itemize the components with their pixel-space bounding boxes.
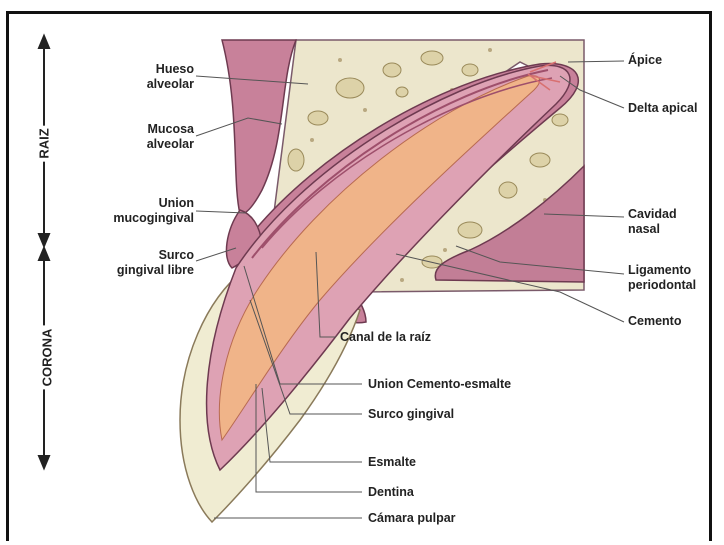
- label-mucosa-alveolar: Mucosa alveolar: [147, 122, 194, 152]
- raiz-label: RAIZ: [37, 125, 52, 161]
- label-delta-apical: Delta apical: [628, 101, 697, 116]
- label-surco-gingival-libre: Surco gingival libre: [117, 248, 194, 278]
- label-surco-gingival: Surco gingival: [368, 407, 454, 422]
- label-cemento: Cemento: [628, 314, 681, 329]
- label-camara-pulpar: Cámara pulpar: [368, 511, 456, 526]
- label-cavidad-nasal: Cavidad nasal: [628, 207, 677, 237]
- label-ligamento-periodontal: Ligamento periodontal: [628, 263, 696, 293]
- corona-label: CORONA: [39, 326, 54, 390]
- label-hueso-alveolar: Hueso alveolar: [147, 62, 194, 92]
- label-union-cemento-esmalte: Union Cemento-esmalte: [368, 377, 511, 392]
- label-dentina: Dentina: [368, 485, 414, 500]
- label-apice: Ápice: [628, 53, 662, 68]
- label-union-mucogingival: Union mucogingival: [113, 196, 194, 226]
- label-esmalte: Esmalte: [368, 455, 416, 470]
- label-canal-raiz: Canal de la raíz: [340, 330, 431, 345]
